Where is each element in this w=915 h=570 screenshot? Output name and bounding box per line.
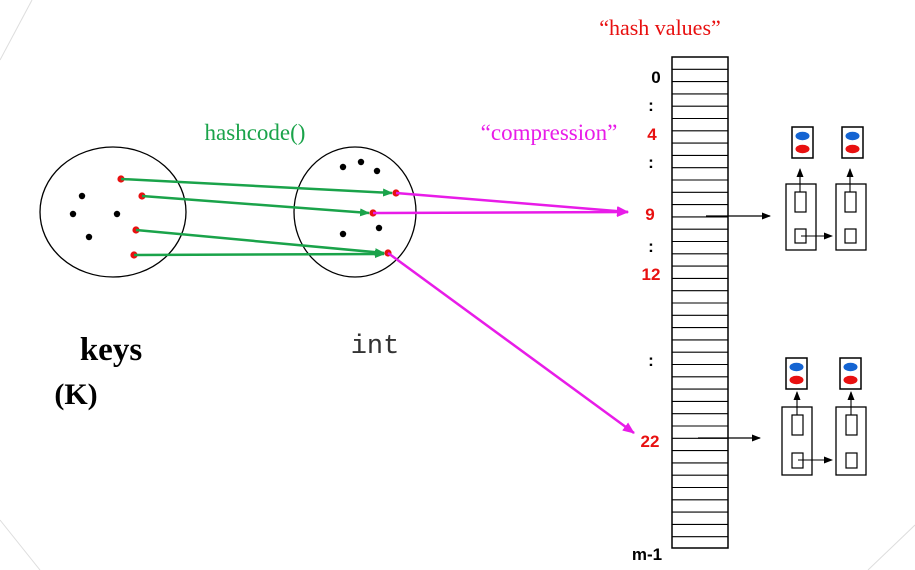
compression-arrows [372,191,635,435]
entry-icon [791,126,814,159]
hashcode-label: hashcode() [205,120,306,145]
hashcode-arrow [120,177,393,197]
keys-set-circle [39,146,187,278]
key-dot [85,233,93,241]
keys-label: keys [80,332,143,368]
chain-bucket-9 [785,126,867,251]
chain-bucket-22 [781,357,867,476]
int-dot [373,167,381,175]
hashcode-arrow [141,194,370,217]
table-indices: 0 : 4 : 9 : 12 : 22 m-1 [632,68,662,564]
int-label: int [351,332,400,362]
key-dot [78,192,86,200]
index-12: 12 [642,265,661,284]
index-ellipsis: : [648,351,654,370]
hash-table [671,56,729,549]
keys-set [39,146,187,278]
key-dot [69,210,77,218]
index-ellipsis: : [648,96,654,115]
compression-arrow [372,207,629,218]
hashcode-arrows [120,177,393,259]
int-dot [375,224,383,232]
int-dot [339,163,347,171]
int-dot [357,158,365,166]
key-dot [113,210,121,218]
index-m-minus-1: m-1 [632,545,662,564]
compression-arrow [395,191,629,217]
index-22: 22 [641,432,660,451]
hashcode-arrow [135,228,385,257]
hashcode-arrow [133,250,385,259]
hash-table-rows [672,68,728,538]
index-ellipsis: : [648,237,654,256]
int-dot [339,230,347,238]
index-4: 4 [647,125,657,144]
index-9: 9 [645,205,654,224]
entry-icon [841,126,864,159]
compression-label: “compression” [481,120,618,145]
entry-icon [785,357,808,390]
entry-icon [839,357,862,390]
compression-arrow [387,251,635,435]
index-0: 0 [651,68,660,87]
hash-values-label: “hash values” [599,15,721,40]
index-ellipsis: : [648,153,654,172]
keys-type-label: (K) [54,378,97,411]
